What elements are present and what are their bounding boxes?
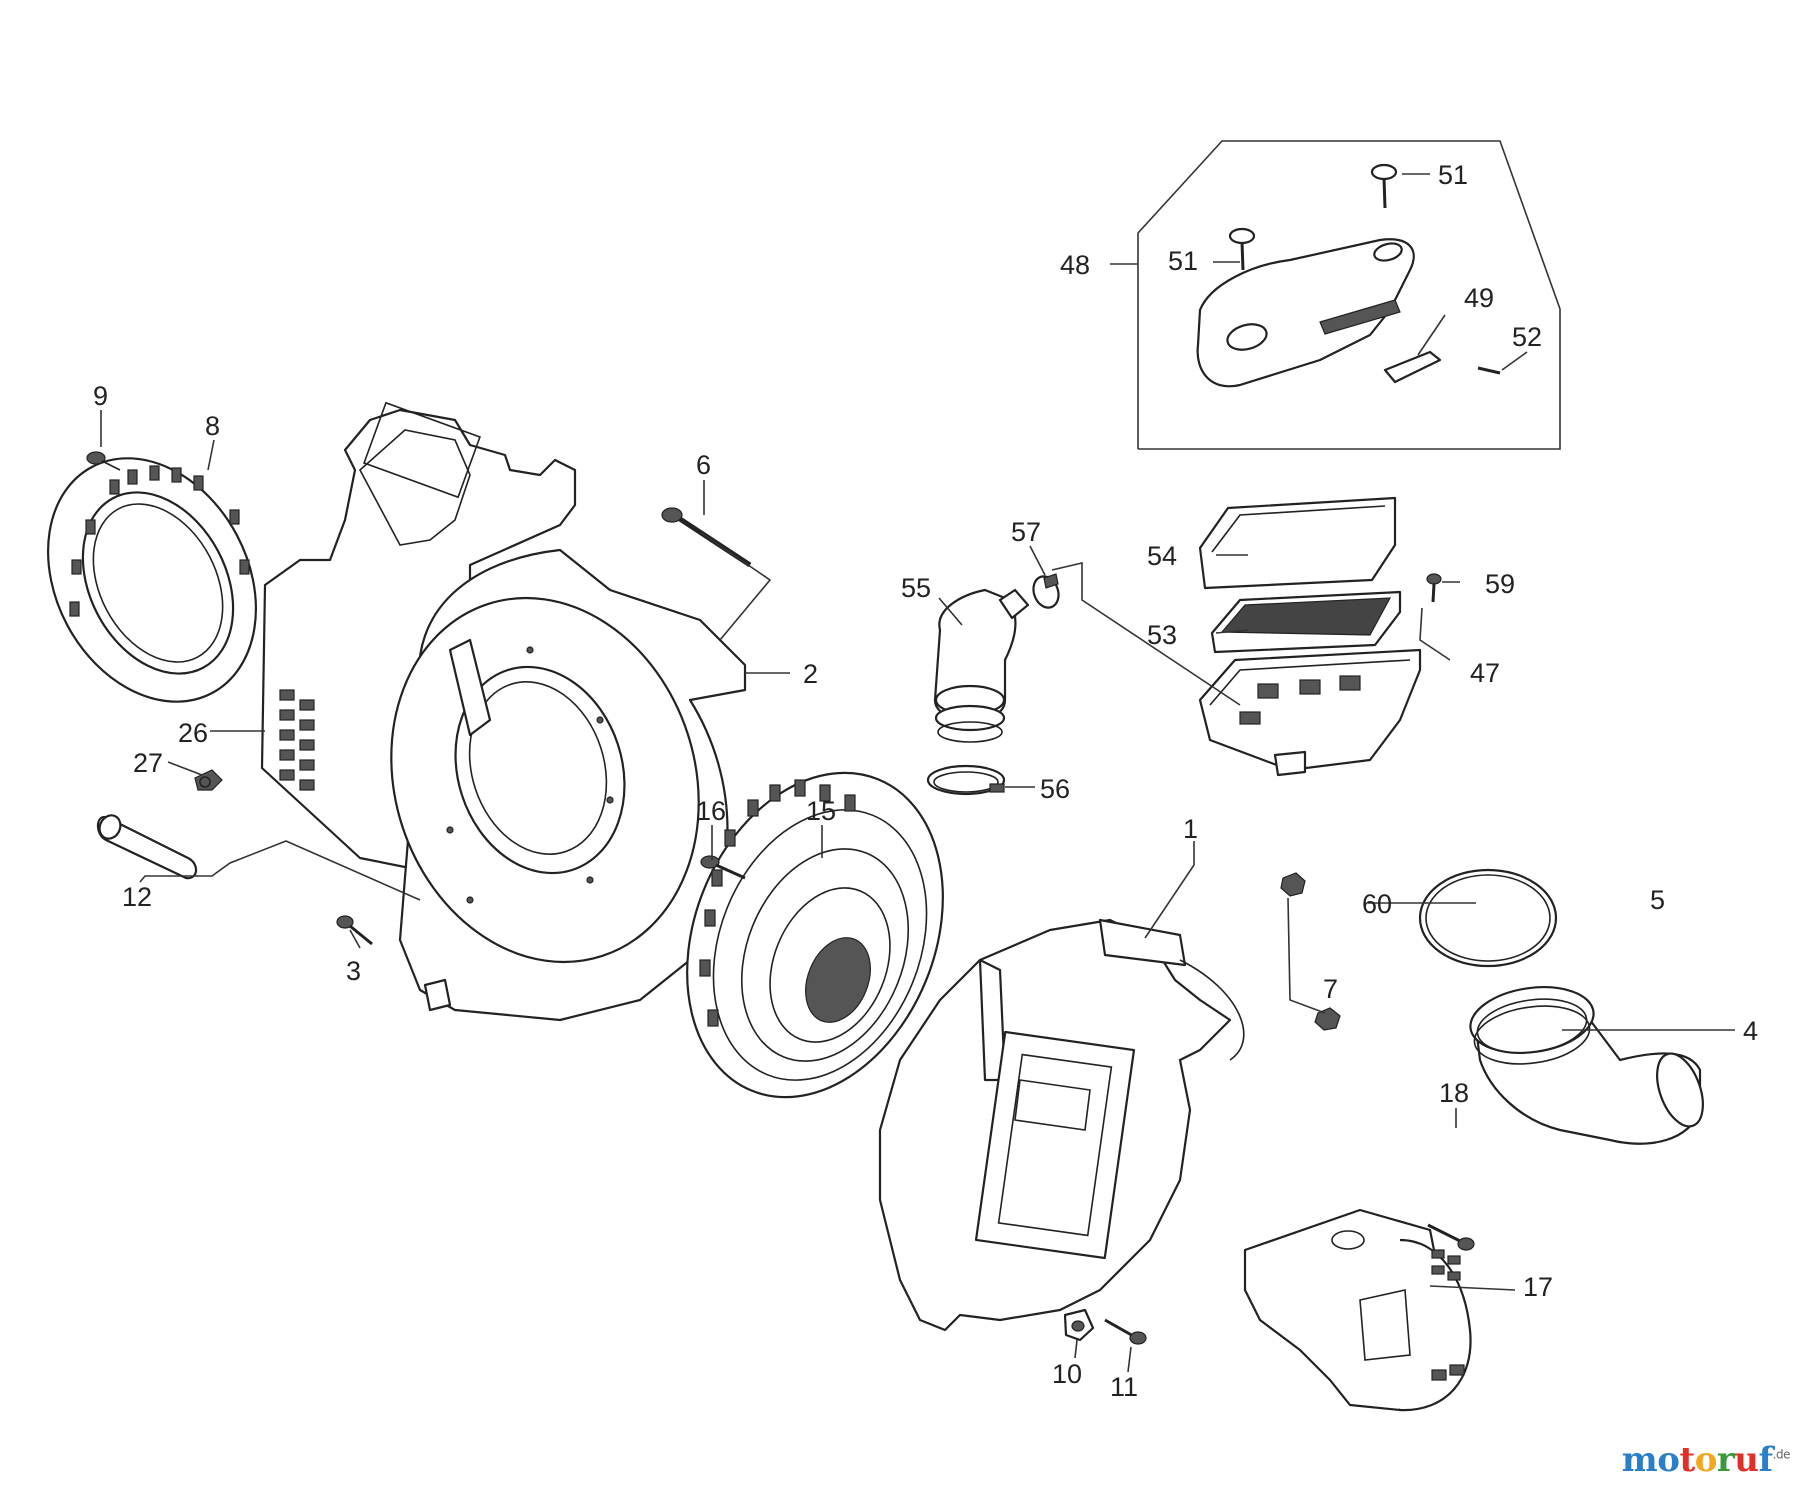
part-54-foam-filter (1198, 496, 1397, 590)
part-48-cover-group (1137, 140, 1561, 450)
callout-59: 59 (1485, 569, 1515, 599)
part-57-clamp (1032, 573, 1060, 609)
part-10-clip (1063, 1308, 1095, 1342)
callout-1: 1 (1183, 814, 1198, 844)
callout-12: 12 (122, 882, 152, 912)
callout-52: 52 (1512, 322, 1542, 352)
part-47-filter-base (1198, 648, 1422, 777)
watermark-letter: t (1679, 1440, 1695, 1480)
callout-60: 60 (1362, 889, 1392, 919)
part-51-screw-left (1228, 227, 1256, 245)
callout-4: 4 (1743, 1016, 1758, 1046)
callout-55: 55 (901, 573, 931, 603)
watermark-letter: r (1716, 1440, 1735, 1480)
callout-18: 18 (1439, 1078, 1469, 1108)
callout-15: 15 (806, 796, 836, 826)
callout-10: 10 (1052, 1359, 1082, 1389)
part-53-paper-element (1210, 590, 1402, 654)
part-17-engine-cover (1243, 1208, 1472, 1412)
watermark-letter: f (1758, 1440, 1774, 1480)
callout-27: 27 (133, 748, 163, 778)
part-59-screw (1426, 573, 1442, 603)
part-4-elbow (1469, 986, 1704, 1145)
part-18-screw (1427, 1223, 1475, 1251)
callout-3: 3 (346, 956, 361, 986)
callout-47: 47 (1470, 658, 1500, 688)
part-2-blower-case (390, 548, 747, 1022)
callout-6: 6 (696, 450, 711, 480)
motoruf-watermark-logo: motoruf.de (1622, 1440, 1791, 1480)
callout-2: 2 (803, 659, 818, 689)
leader-lines (100, 173, 1735, 1373)
part-3-screw (336, 915, 373, 946)
part-51-screw-right (1370, 163, 1398, 181)
callout-17: 17 (1523, 1272, 1553, 1302)
part-49-handle (1383, 350, 1442, 384)
watermark-letters: motoruf (1622, 1440, 1773, 1480)
part-7-nut (1314, 1007, 1341, 1031)
callout-26: 26 (178, 718, 208, 748)
callout-48: 48 (1060, 250, 1090, 280)
callout-56: 56 (1040, 774, 1070, 804)
callout-53: 53 (1147, 620, 1177, 650)
part-12-tube (96, 814, 198, 880)
part-60-nut (1280, 872, 1306, 897)
callout-51-left: 51 (1168, 246, 1198, 276)
part-9-screw (86, 451, 121, 471)
part-56-hose-clamp (926, 764, 1006, 796)
part-15-impeller (686, 771, 944, 1099)
callout-labels: 1 2 3 4 5 6 7 8 9 10 11 12 15 16 17 18 2… (93, 160, 1758, 1402)
callout-9: 9 (93, 381, 108, 411)
callout-51-right: 51 (1438, 160, 1468, 190)
watermark-letter: u (1734, 1440, 1759, 1480)
watermark-suffix: .de (1772, 1447, 1791, 1462)
watermark-letter: o (1657, 1440, 1680, 1480)
part-55-intake-elbow (933, 588, 1030, 743)
part-11-screw (1104, 1318, 1147, 1345)
watermark-letter: m (1621, 1440, 1658, 1480)
part-8-fan-cover (46, 457, 258, 703)
watermark-letter: o (1694, 1440, 1718, 1480)
part-52-screw (1477, 366, 1501, 375)
callout-11: 11 (1110, 1372, 1138, 1402)
callout-5: 5 (1650, 885, 1665, 915)
callout-49: 49 (1464, 283, 1494, 313)
part-16-screw (700, 855, 746, 880)
callout-7: 7 (1323, 974, 1338, 1004)
callout-16: 16 (696, 796, 726, 826)
callout-8: 8 (205, 411, 220, 441)
part-27-clip (194, 769, 223, 791)
callout-54: 54 (1147, 541, 1177, 571)
callout-57: 57 (1011, 517, 1041, 547)
part-5-o-ring (1418, 868, 1558, 968)
part-1-front-housing (878, 918, 1245, 1332)
